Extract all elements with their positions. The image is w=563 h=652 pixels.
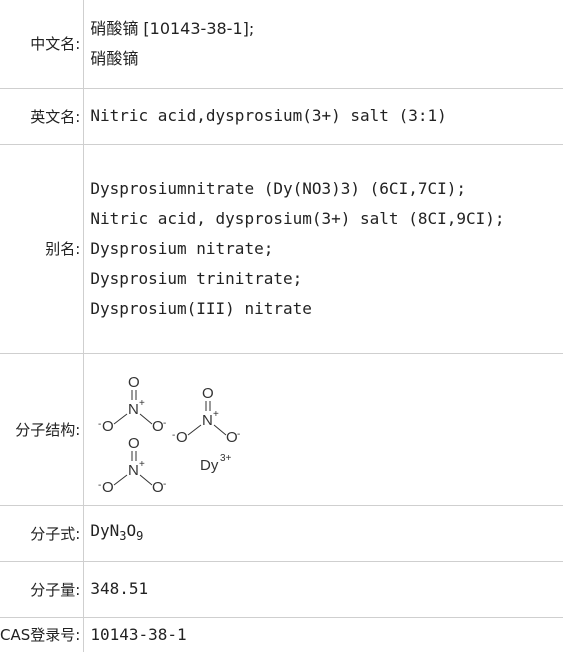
row-formula: 分子式: DyN3O9 [0, 505, 563, 561]
atom-o: O [102, 479, 114, 496]
formula-value: DyN3O9 [90, 516, 563, 551]
cas-value: 10143-38-1 [90, 624, 187, 644]
label-english-name: 英文名: [30, 107, 81, 126]
alias-line-3: Dysprosium nitrate; [90, 238, 274, 258]
atom-o: O [152, 479, 164, 496]
row-molecular-weight: 分子量: 348.51 [0, 561, 563, 617]
formula-subscript: 9 [136, 528, 144, 543]
alias-line-1: Dysprosiumnitrate (Dy(NO3)3) (6CI,7CI); [90, 178, 466, 198]
label-structure: 分子结构: [15, 420, 81, 439]
label-formula: 分子式: [30, 524, 81, 543]
charge-minus: - [163, 479, 166, 490]
chinese-name-line-1: 硝酸镝 [10143-38-1]; [90, 18, 255, 38]
row-structure: 分子结构: O N + - O O - O [0, 353, 563, 505]
formula-part: O [126, 520, 137, 540]
row-english-name: 英文名: Nitric acid,dysprosium(3+) salt (3:… [0, 88, 563, 144]
label-molecular-weight: 分子量: [30, 580, 81, 599]
formula-subscript: 3 [119, 528, 127, 543]
label-aliases: 别名: [45, 240, 81, 258]
row-cas: CAS登录号: 10143-38-1 [0, 617, 563, 652]
charge-minus: - [172, 430, 175, 441]
row-chinese-name: 中文名: 硝酸镝 [10143-38-1]; 硝酸镝 [0, 0, 563, 88]
molecular-weight-value: 348.51 [90, 579, 149, 598]
atom-n: N [128, 462, 139, 479]
charge-minus: - [237, 429, 240, 440]
label-cas: CAS登录号: [0, 626, 81, 645]
charge-plus: + [139, 459, 145, 470]
dy-charge: 3+ [220, 453, 232, 464]
row-aliases: 别名: Dysprosiumnitrate (Dy(NO3)3) (6CI,7C… [0, 144, 563, 353]
atom-o: O [176, 429, 188, 446]
charge-plus: + [213, 409, 219, 420]
charge-minus: - [98, 480, 101, 491]
charge-minus: - [163, 418, 166, 429]
alias-line-4: Dysprosium trinitrate; [90, 268, 303, 288]
atom-o: O [102, 418, 114, 435]
atom-dy: Dy [200, 457, 219, 474]
charge-plus: + [139, 398, 145, 409]
alias-line-2: Nitric acid, dysprosium(3+) salt (8CI,9C… [90, 208, 505, 228]
charge-minus: - [98, 419, 101, 430]
molecular-structure-image: O N + - O O - O N + - [98, 374, 240, 496]
atom-o: O [152, 418, 164, 435]
atom-o: O [202, 385, 214, 402]
alias-line-5: Dysprosium(III) nitrate [90, 298, 312, 318]
english-name-value: Nitric acid,dysprosium(3+) salt (3:1) [90, 106, 447, 125]
atom-n: N [202, 412, 213, 429]
formula-part: DyN [90, 520, 120, 540]
atom-o: O [226, 429, 238, 446]
atom-o: O [128, 374, 140, 391]
label-chinese-name: 中文名: [30, 35, 81, 54]
chinese-name-line-2: 硝酸镝 [90, 48, 139, 68]
atom-n: N [128, 401, 139, 418]
atom-o: O [128, 435, 140, 452]
